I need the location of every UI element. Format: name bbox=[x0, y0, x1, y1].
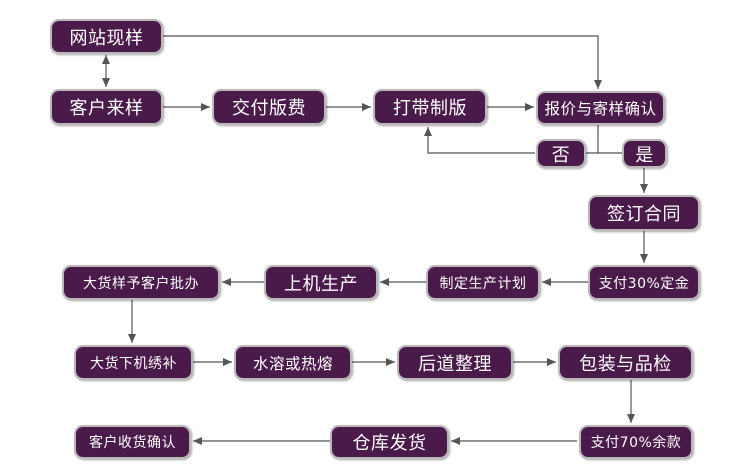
node-receipt-confirm: 客户收货确认 bbox=[74, 425, 191, 459]
node-sign-contract: 签订合同 bbox=[588, 195, 700, 231]
node-water-soluble: 水溶或热熔 bbox=[234, 345, 352, 380]
node-website-sample: 网站现样 bbox=[50, 19, 163, 54]
node-pay-plate-fee: 交付版费 bbox=[212, 89, 326, 125]
arrow-website-to-quote bbox=[163, 35, 602, 89]
node-customer-sample: 客户来样 bbox=[50, 89, 163, 125]
node-production-plan: 制定生产计划 bbox=[426, 265, 540, 300]
arrow-no-to-make-plate bbox=[424, 127, 535, 154]
node-no: 否 bbox=[536, 139, 586, 168]
node-quote-confirm: 报价与寄样确认 bbox=[536, 91, 665, 125]
node-bulk-approval: 大货样予客户批办 bbox=[62, 265, 220, 300]
node-bulk-embroidery: 大货下机绣补 bbox=[74, 345, 193, 380]
node-packing-inspection: 包装与品检 bbox=[558, 345, 693, 380]
node-machine-production: 上机生产 bbox=[264, 265, 378, 300]
node-make-plate: 打带制版 bbox=[373, 89, 487, 125]
node-deposit: 支付30%定金 bbox=[588, 265, 700, 300]
node-warehouse-shipping: 仓库发货 bbox=[330, 425, 449, 459]
node-yes: 是 bbox=[622, 139, 667, 168]
node-balance-payment: 支付70%余款 bbox=[579, 425, 693, 459]
node-finishing: 后道整理 bbox=[397, 345, 513, 380]
